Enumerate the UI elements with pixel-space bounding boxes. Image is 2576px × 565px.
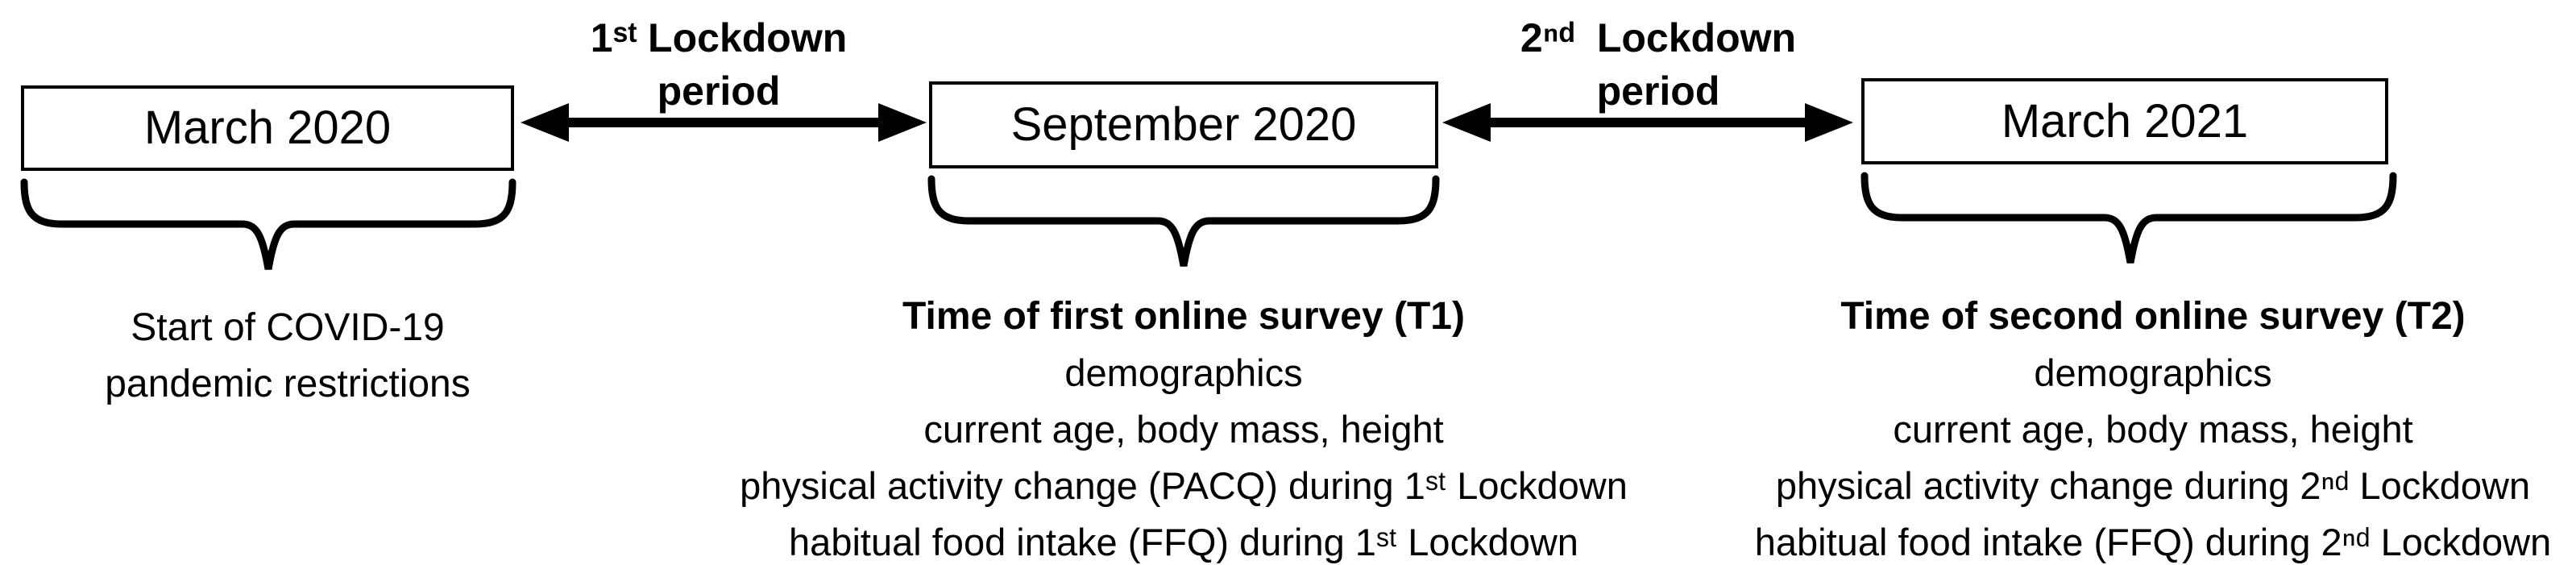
second-lockdown-arrow <box>1442 103 1853 142</box>
annotation-line: demographics <box>1064 351 1303 394</box>
second-lockdown-label: 2ⁿᵈ Lockdown period <box>1457 11 1860 118</box>
second-lockdown-label-line2: period <box>1596 69 1720 114</box>
annotation-line: current age, body mass, height <box>923 408 1444 451</box>
brace-march-2021 <box>1860 172 2397 264</box>
annotation-line: current age, body mass, height <box>1893 408 2413 451</box>
second-lockdown-label-line1: 2ⁿᵈ Lockdown <box>1520 15 1797 60</box>
timepoint-label-march-2020: March 2020 <box>143 102 392 154</box>
timepoint-box-september-2020: September 2020 <box>929 81 1438 168</box>
arrow-head-right-icon <box>878 103 927 142</box>
annotation-line: physical activity change during 2ⁿᵈ Lock… <box>1775 464 2531 507</box>
brace-march-2020 <box>20 178 516 270</box>
annotation-t1-heading: Time of first online survey (T1) <box>902 295 1465 338</box>
annotation-line: habitual food intake (FFQ) during 1ˢᵗ Lo… <box>789 521 1578 563</box>
first-lockdown-label-line1: 1ˢᵗ Lockdown <box>590 15 848 60</box>
annotation-t1-survey: Time of first online survey (T1) demogra… <box>660 289 1707 565</box>
annotation-line: demographics <box>2034 351 2272 394</box>
timepoint-label-september-2020: September 2020 <box>1010 98 1357 151</box>
annotation-t2-heading: Time of second online survey (T2) <box>1840 295 2466 338</box>
annotation-line: pandemic restrictions <box>105 363 471 405</box>
timepoint-label-march-2021: March 2021 <box>2001 94 2249 147</box>
arrow-head-left-icon <box>1442 103 1491 142</box>
annotation-t2-survey: Time of second online survey (T2) demogr… <box>1629 289 2576 565</box>
first-lockdown-label-line2: period <box>657 69 781 114</box>
timepoint-box-march-2021: March 2021 <box>1861 78 2388 164</box>
annotation-line: physical activity change (PACQ) during 1… <box>740 464 1628 507</box>
arrow-head-left-icon <box>521 103 569 142</box>
first-lockdown-arrow <box>521 103 927 142</box>
timepoint-box-march-2020: March 2020 <box>21 85 514 171</box>
brace-september-2020 <box>927 175 1440 267</box>
annotation-line: habitual food intake (FFQ) during 2ⁿᵈ Lo… <box>1754 521 2552 563</box>
first-lockdown-label: 1ˢᵗ Lockdown period <box>517 11 920 118</box>
annotation-start-restrictions: Start of COVID-19 pandemic restrictions <box>46 300 529 413</box>
annotation-line: Start of COVID-19 <box>131 306 445 349</box>
arrow-head-right-icon <box>1805 103 1853 142</box>
